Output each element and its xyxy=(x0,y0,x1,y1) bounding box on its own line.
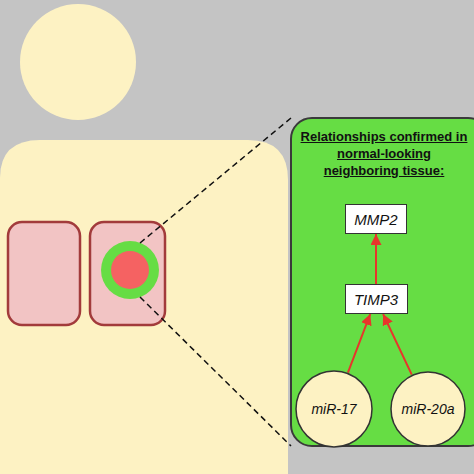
head-shape xyxy=(20,4,136,120)
regulation-arrow xyxy=(375,234,377,284)
zoom-line xyxy=(140,297,291,446)
left-lung xyxy=(8,222,80,325)
neighboring-tissue xyxy=(101,241,159,299)
gene-label: MMP2 xyxy=(354,211,397,228)
zoom-line xyxy=(140,118,291,243)
panel-heading: Relationships confirmed in normal-lookin… xyxy=(298,128,470,179)
regulation-arrow xyxy=(348,314,370,373)
gene-label: TIMP3 xyxy=(354,291,398,308)
circle-shape xyxy=(391,372,465,446)
mirna-circle: miR-20a xyxy=(390,371,466,447)
circle-shape xyxy=(296,371,372,447)
gene-box: TIMP3 xyxy=(345,284,408,314)
zoom-panel: Relationships confirmed in normal-lookin… xyxy=(290,117,474,447)
mirna-label: miR-17 xyxy=(311,401,356,417)
mirna-circle: miR-17 xyxy=(295,370,373,448)
mirna-label: miR-20a xyxy=(402,401,455,417)
gene-box: MMP2 xyxy=(345,204,407,234)
body-shape xyxy=(0,140,288,474)
tumor xyxy=(111,251,149,289)
regulation-arrow xyxy=(383,314,412,375)
right-lung xyxy=(90,222,165,325)
